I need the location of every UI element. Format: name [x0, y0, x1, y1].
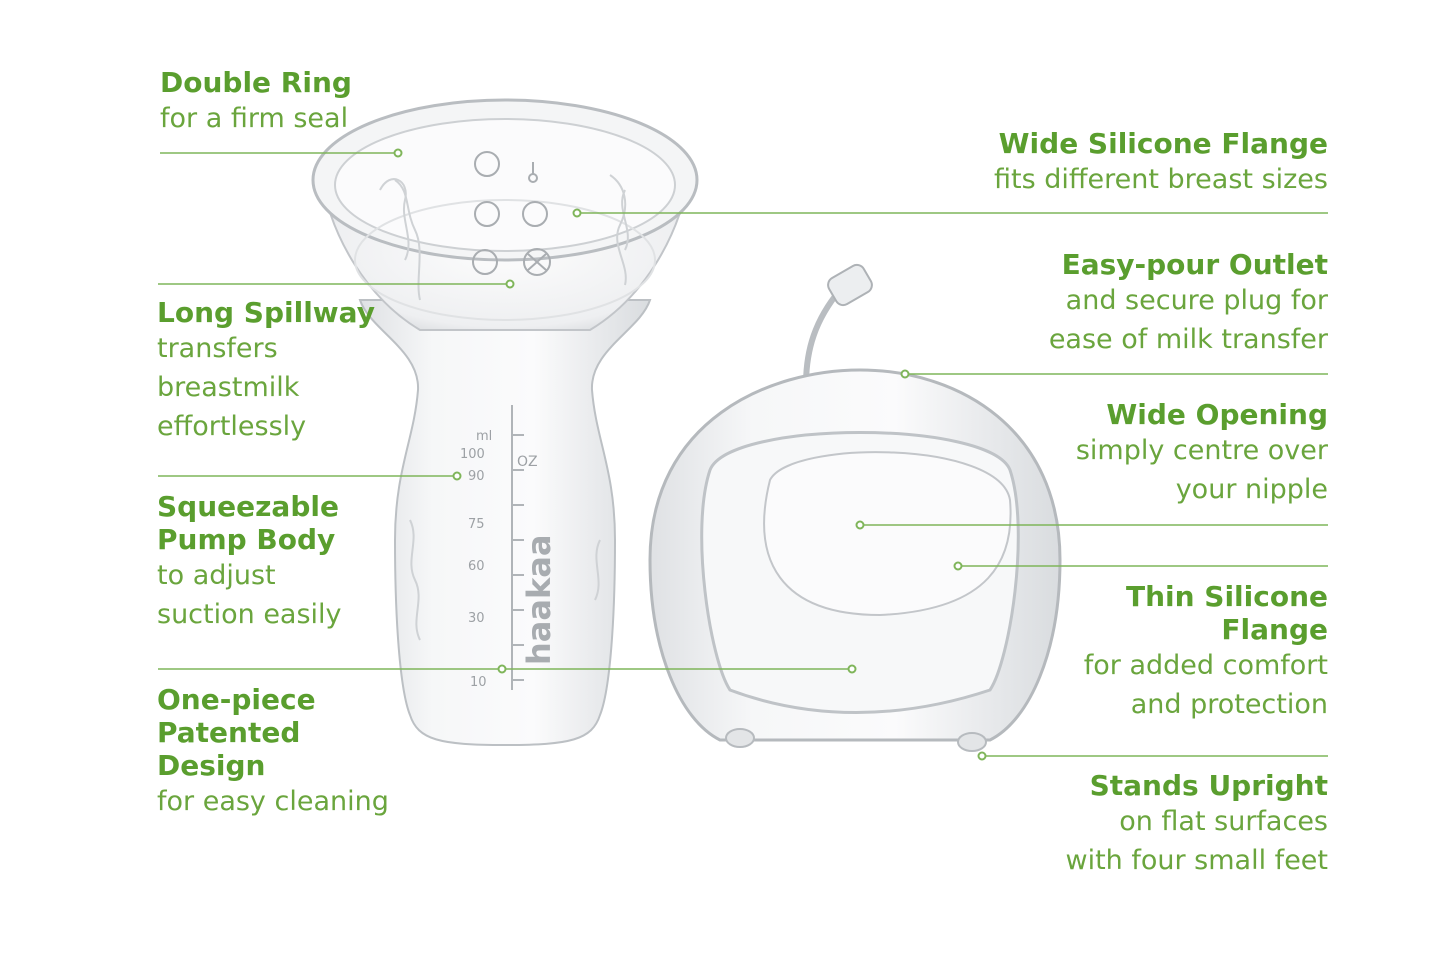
leader-lines — [158, 152, 1328, 757]
label-title: Stands Upright — [1089, 769, 1328, 802]
label-title: Squeezable — [157, 490, 339, 523]
silicone-milk-collector — [648, 263, 1062, 752]
label-title: Patented — [157, 716, 301, 749]
label-title: Double Ring — [160, 66, 352, 99]
scale-tick-90: 90 — [468, 469, 485, 484]
label-subtitle: for easy cleaning — [157, 786, 389, 817]
label-subtitle: suction easily — [157, 599, 342, 630]
label-subtitle: fits different breast sizes — [994, 164, 1328, 195]
label-subtitle: your nipple — [1175, 474, 1328, 505]
label-title: Easy-pour Outlet — [1061, 248, 1328, 281]
silicone-breast-pump: ml OZ 100 90 75 60 30 10 haakaa — [311, 98, 699, 747]
label-title: One-piece — [157, 683, 316, 716]
label-stands-upright: Stands Upright on flat surfaces with fou… — [1066, 769, 1329, 880]
label-subtitle: and secure plug for — [1065, 285, 1328, 316]
leader-dots — [393, 148, 987, 761]
label-subtitle: on flat surfaces — [1119, 806, 1328, 837]
label-title: Wide Opening — [1106, 398, 1328, 431]
label-long-spillway: Long Spillway transfers breastmilk effor… — [157, 296, 375, 446]
scale-tick-30: 30 — [468, 611, 485, 626]
label-title: Thin Silicone — [1125, 580, 1328, 613]
label-subtitle: for a firm seal — [160, 103, 349, 134]
label-subtitle: for added comfort — [1083, 650, 1328, 681]
label-subtitle: effortlessly — [157, 411, 307, 442]
label-subtitle: breastmilk — [157, 372, 300, 403]
label-easy-pour-outlet: Easy-pour Outlet and secure plug for eas… — [1049, 248, 1328, 359]
label-double-ring: Double Ring for a firm seal — [160, 66, 352, 138]
scale-tick-60: 60 — [468, 559, 485, 574]
label-thin-silicone-flange: Thin Silicone Flange for added comfort a… — [1084, 580, 1328, 724]
label-wide-silicone-flange: Wide Silicone Flange fits different brea… — [994, 127, 1328, 199]
label-subtitle: to adjust — [157, 560, 276, 591]
label-title: Long Spillway — [157, 296, 375, 329]
label-subtitle: transfers — [157, 333, 278, 364]
label-subtitle: ease of milk transfer — [1048, 324, 1328, 355]
scale-tick-100: 100 — [460, 447, 485, 462]
label-subtitle: and protection — [1130, 689, 1328, 720]
scale-unit-ml: ml — [476, 429, 492, 444]
scale-tick-75: 75 — [468, 517, 485, 532]
label-title: Flange — [1221, 613, 1328, 646]
label-title: Design — [157, 749, 266, 782]
label-one-piece-patented-design: One-piece Patented Design for easy clean… — [157, 683, 389, 821]
scale-unit-oz: OZ — [517, 454, 538, 470]
label-subtitle: with four small feet — [1065, 845, 1329, 876]
label-wide-opening: Wide Opening simply centre over your nip… — [1076, 398, 1328, 509]
label-title: Pump Body — [157, 523, 336, 556]
brand-logo: haakaa — [520, 535, 558, 665]
label-title: Wide Silicone Flange — [998, 127, 1328, 160]
scale-tick-10: 10 — [470, 675, 487, 690]
label-squeezable-pump-body: Squeezable Pump Body to adjust suction e… — [157, 490, 342, 634]
label-subtitle: simply centre over — [1075, 435, 1328, 466]
